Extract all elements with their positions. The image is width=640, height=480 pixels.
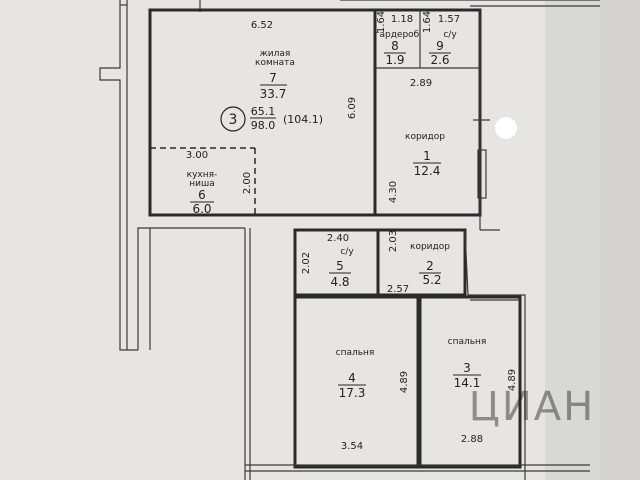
room-id: 7 [269,71,277,85]
room-8-label: гардероб 8 1.9 [375,30,420,67]
room-id: 3 [463,361,471,375]
room-9-label: с/у 9 2.6 [429,30,457,67]
room-area: 6.0 [192,202,211,216]
room-name: спальня [448,337,487,347]
apartment-area-with-balcony: (104.1) [283,113,323,126]
room-area: 4.8 [330,275,349,289]
room-area: 5.2 [422,273,441,287]
dim-wc5-width: 2.40 [327,233,349,244]
room-name: с/у [340,247,354,257]
room-name: гардероб [375,30,420,40]
dim-wc5-height: 2.02 [301,252,312,274]
room-id: 4 [348,371,356,385]
dim-corridor1-height: 4.30 [388,181,399,203]
dim-corridor1-width: 2.89 [410,78,432,89]
dim-wardrobe-height: 1.64 [376,11,387,33]
apartment-label: 3 65.1 98.0 (104.1) [220,105,323,132]
apartment-area-total: 98.0 [251,119,276,132]
dimension-labels: 6.52 6.09 1.64 1.18 1.64 1.57 2.89 4.30 … [186,11,518,452]
room-area: 17.3 [339,386,366,400]
room-id: 8 [391,39,399,53]
room-id: 1 [423,149,431,163]
dim-wc9-height: 1.64 [422,11,433,33]
dim-bed3-height: 4.89 [507,369,518,391]
dim-corridor2-height: 2.03 [388,230,399,252]
room-name-line2: ниша [189,179,214,189]
dim-kitchen-height: 2.00 [242,172,253,194]
dim-corridor2-width: 2.57 [387,284,409,295]
room-area: 33.7 [260,87,287,101]
dim-living-height: 6.09 [347,97,358,119]
dim-bed3-width: 2.88 [461,434,483,445]
dim-living-width: 6.52 [251,20,273,31]
room-area: 2.6 [430,53,449,67]
room-4-label: спальня 4 17.3 [336,348,375,400]
watermark-logo: ЦИАН [469,384,595,430]
room-id: 6 [198,188,206,202]
room-name: спальня [336,348,375,358]
lower-walls [245,228,590,480]
room-area: 12.4 [414,164,441,178]
room-2-label: коридор 2 5.2 [410,242,450,287]
room-name: коридор [410,242,450,252]
dim-kitchen-width: 3.00 [186,150,208,161]
apartment-area-living: 65.1 [251,105,276,118]
room-7-label: жилая комната 7 33.7 [255,49,295,101]
room-id: 5 [336,259,344,273]
paper-shadow [545,0,640,480]
upper-walls [148,8,500,231]
dim-bed4-width: 3.54 [341,441,363,452]
room-name: коридор [405,132,445,142]
room-name-line1: кухня- [187,170,218,180]
room-name-line2: комната [255,58,295,68]
dim-bed4-height: 4.89 [399,371,410,393]
lower-left-walls [137,227,251,480]
room-id: 2 [426,259,434,273]
dim-wc9-width: 1.57 [438,14,460,25]
room-6-label: кухня- ниша 6 6.0 [187,170,218,216]
room-name: с/у [443,30,457,40]
room-1-label: коридор 1 12.4 [405,132,445,178]
room-5-label: с/у 5 4.8 [329,247,354,289]
room-area: 1.9 [385,53,404,67]
room-name-line1: жилая [260,49,291,59]
white-marker [495,117,517,139]
outer-walls [99,0,600,351]
apartment-number-circle [220,106,246,132]
room-area: 14.1 [454,376,481,390]
room-3-label: спальня 3 14.1 [448,337,487,390]
dim-wardrobe-width: 1.18 [391,14,413,25]
room-id: 9 [436,39,444,53]
apartment-number: 3 [229,112,238,128]
